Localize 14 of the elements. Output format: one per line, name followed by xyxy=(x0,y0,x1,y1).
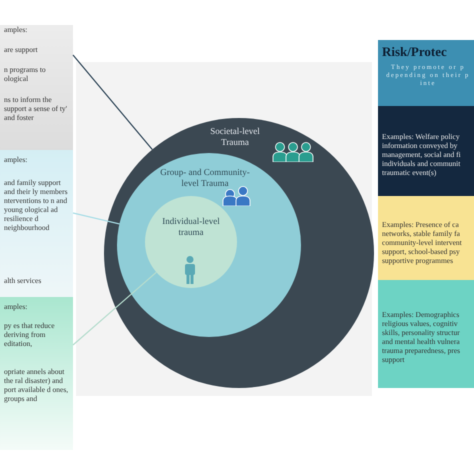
text-panel xyxy=(378,196,474,280)
leader-line xyxy=(72,272,157,346)
leader-line xyxy=(72,212,120,225)
panel-heading: Risk/Protec xyxy=(382,44,448,60)
text-panel xyxy=(0,25,73,150)
text-panel xyxy=(0,297,73,450)
circle-label: Societal-level Trauma xyxy=(209,126,261,148)
circle-label: Group- and Community-level Trauma xyxy=(159,167,251,189)
text-panel xyxy=(378,40,474,106)
circle-label: Individual-level trauma xyxy=(161,216,221,238)
leader-line xyxy=(72,54,153,150)
text-panel xyxy=(378,280,474,388)
text-panel xyxy=(378,106,474,196)
text-panel xyxy=(0,150,73,297)
